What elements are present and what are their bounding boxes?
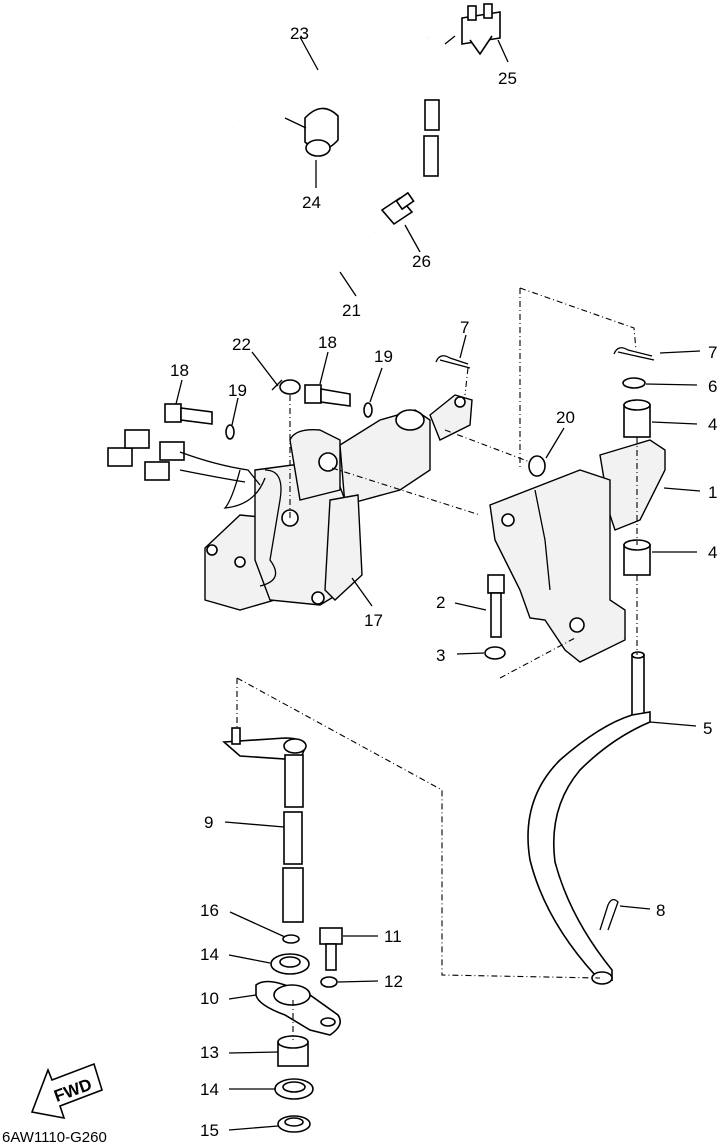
callout-14-lower: 14: [200, 1080, 219, 1099]
callout-7-right: 7: [708, 343, 717, 362]
part-7-pin-left: [435, 355, 471, 369]
drawing-code: 6AW1110-G260: [2, 1129, 107, 1145]
callout-2: 2: [436, 593, 445, 612]
part-22-fitting: [271, 379, 301, 395]
part-12-washer: [320, 976, 338, 988]
leader-lines: [175, 35, 701, 1131]
callout-22: 22: [232, 335, 251, 354]
callout-21: 21: [342, 301, 361, 320]
callout-20: 20: [556, 408, 575, 427]
part-14-bushing-upper: [270, 953, 310, 975]
callout-10: 10: [200, 989, 219, 1008]
part-11-bolt: [319, 927, 343, 971]
callout-labels: 23 24 25 26 21 22 18 18 19 19 7 20 7 6 4…: [170, 24, 717, 1140]
callout-1: 1: [708, 483, 717, 502]
part-26-joint: [380, 191, 415, 226]
part-24-clamp: [304, 107, 339, 157]
part-1-bracket: [489, 439, 666, 663]
part-7-pin-right: [613, 347, 655, 361]
callout-17: 17: [364, 611, 383, 630]
part-6-washer: [622, 377, 646, 389]
part-23-hose: [231, 34, 444, 201]
part-5-lever: [527, 651, 651, 985]
callout-25: 25: [498, 69, 517, 88]
part-10-lever-arm: [255, 980, 341, 1036]
callout-3: 3: [436, 646, 445, 665]
callout-7-left: 7: [460, 318, 469, 337]
callout-9: 9: [204, 813, 213, 832]
part-18-bolt-left: [164, 403, 213, 425]
part-18-bolt-right: [304, 384, 351, 407]
part-21-hose: [286, 229, 378, 355]
callout-11: 11: [384, 927, 402, 946]
callout-19-left: 19: [228, 381, 247, 400]
callout-8: 8: [656, 901, 665, 920]
part-14-bushing-lower: [274, 1078, 314, 1100]
part-19-washer-right: [363, 402, 373, 418]
part-16-oring: [282, 934, 300, 944]
callout-12: 12: [384, 972, 403, 991]
callout-16: 16: [200, 901, 219, 920]
wire-harness: [107, 429, 282, 587]
part-2-bolt: [487, 574, 505, 638]
part-4-collar-bottom: [623, 539, 651, 576]
fwd-arrow-icon: FWD: [30, 1062, 103, 1120]
callout-24: 24: [302, 193, 321, 212]
callout-19-right: 19: [374, 347, 393, 366]
part-19-washer-left: [225, 424, 235, 440]
callout-15: 15: [200, 1121, 219, 1140]
part-15-circlip: [277, 1115, 311, 1133]
part-8-clip: [599, 898, 619, 931]
callout-4-bottom: 4: [708, 543, 717, 562]
part-9-shaft: [222, 727, 307, 923]
callout-4-top: 4: [708, 415, 717, 434]
callout-18-left: 18: [170, 361, 189, 380]
part-17-actuator: [204, 394, 473, 611]
part-4-collar-top: [623, 399, 651, 438]
callout-6: 6: [708, 377, 717, 396]
callout-23: 23: [290, 24, 309, 43]
callout-18-right: 18: [318, 333, 337, 352]
part-20-bushing: [528, 455, 546, 477]
reference-lines: [236, 287, 638, 1040]
callout-26: 26: [412, 252, 431, 271]
part-3-washer: [484, 646, 506, 660]
part-13-bushing: [277, 1035, 309, 1067]
part-25-clip: [461, 3, 501, 56]
callout-14-upper: 14: [200, 945, 219, 964]
callout-13: 13: [200, 1043, 219, 1062]
callout-5: 5: [703, 719, 712, 738]
